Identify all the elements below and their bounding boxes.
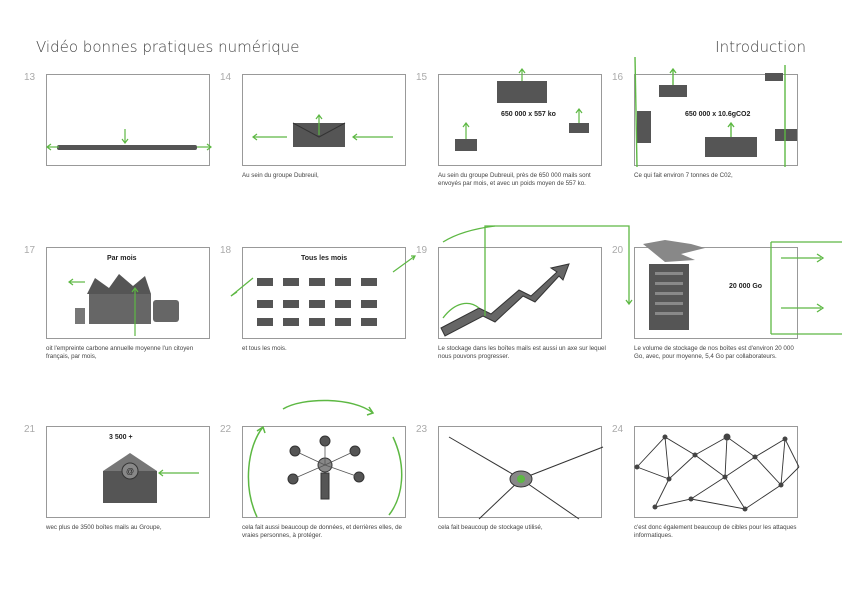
svg-text:@: @	[126, 467, 134, 476]
panel-frame: 650 000 x 557 ko	[438, 68, 602, 166]
panel-sketch: 3 500 + @	[103, 434, 199, 503]
panel-number: 22	[220, 424, 232, 435]
panel-sketch: Tous les mois	[230, 255, 416, 326]
panel-caption: oit l'empreinte carbone annuelle moyenne…	[46, 345, 194, 360]
panel-number: 16	[612, 72, 624, 83]
envelope-sketch	[705, 137, 757, 157]
panel-label: 3 500 +	[109, 434, 133, 441]
people-network-sketch	[287, 435, 365, 500]
motion-arrows	[230, 255, 416, 297]
panel-frame: Tous les mois	[230, 247, 416, 339]
panel-caption: et tous les mois.	[242, 345, 287, 352]
motion-arrows	[442, 225, 633, 319]
panel-number: 21	[24, 424, 36, 435]
trash-pile-sketch	[87, 274, 151, 294]
envelope-sketch	[455, 139, 477, 151]
envelope-sketch	[637, 111, 651, 143]
panel-caption: Le volume de stockage de nos boîtes est …	[634, 345, 794, 360]
motion-arrows	[462, 68, 583, 139]
panel-sketch	[448, 436, 604, 520]
panel-caption: Ce qui fait environ 7 tonnes de C02,	[634, 172, 733, 179]
envelope-sketch	[775, 129, 797, 141]
network-mesh-sketch	[636, 436, 800, 510]
envelope-sketch	[569, 123, 589, 133]
envelope-sketch	[497, 81, 547, 103]
panel-sketch	[634, 433, 800, 512]
panel-caption: cela fait aussi beaucoup de données, et …	[242, 524, 402, 539]
panel-sketch: 650 000 x 557 ko	[455, 68, 589, 151]
network-nodes	[634, 433, 788, 512]
trash-pile-grid-sketch	[257, 278, 377, 326]
panel-frame	[46, 74, 212, 166]
panel-frame: 650 000 x 10.6gCO2	[634, 56, 798, 168]
panel-label: Tous les mois	[301, 255, 347, 262]
panel-sketch	[440, 225, 633, 337]
panel-label: Par mois	[107, 255, 137, 262]
panel-sketch: 20 000 Go	[643, 240, 842, 335]
panel-frame: 20 000 Go	[634, 240, 842, 339]
section-title: Introduction	[715, 38, 806, 56]
panel-sketch: 650 000 x 10.6gCO2	[634, 56, 797, 168]
panel-number: 13	[24, 72, 36, 83]
panel-number: 20	[612, 245, 624, 256]
panel-frame: Par mois	[46, 247, 210, 339]
panel-caption: Au sein du groupe Dubreuil,	[242, 172, 319, 179]
panel-caption: Le stockage dans les boîtes mails est au…	[438, 345, 606, 360]
motion-arrows	[252, 114, 393, 141]
panel-label: 650 000 x 10.6gCO2	[685, 111, 750, 118]
panel-number: 23	[416, 424, 428, 435]
panel-frame	[438, 426, 604, 520]
envelope-flat-sketch	[57, 145, 197, 150]
motion-arrows	[770, 241, 842, 335]
panel-sketch	[252, 114, 393, 147]
motion-arrows	[247, 399, 403, 518]
mailbox-envelope-sketch	[103, 471, 157, 503]
panel-caption: wec plus de 3500 boîtes mails au Groupe,	[46, 524, 162, 531]
envelope-sketch	[659, 85, 687, 97]
panel-frame: 3 500 + @	[46, 426, 210, 518]
motion-arrows	[68, 278, 139, 336]
motion-arrows	[634, 56, 786, 168]
panel-sketch	[247, 399, 403, 518]
panel-frame	[634, 426, 800, 518]
smoke-cloud-sketch	[643, 240, 705, 262]
motion-arrows	[46, 129, 212, 151]
panel-caption: Au sein du groupe Dubreuil, près de 650 …	[438, 172, 591, 187]
panel-number: 14	[220, 72, 232, 83]
panel-label: 650 000 x 557 ko	[501, 111, 556, 118]
panel-number: 15	[416, 72, 428, 83]
panel-frame	[438, 225, 633, 339]
panel-frame	[242, 74, 406, 166]
document-title: Vidéo bonnes pratiques numérique	[36, 38, 300, 56]
car-sketch	[153, 300, 179, 322]
panel-caption: cela fait beaucoup de stockage utilisé,	[438, 524, 543, 531]
panel-number: 18	[220, 245, 232, 256]
panel-number: 19	[416, 245, 428, 256]
panel-caption: c'est donc également beaucoup de cibles …	[634, 524, 797, 539]
panel-number: 24	[612, 424, 624, 435]
panel-sketch: Par mois	[68, 255, 179, 336]
panel-number: 17	[24, 245, 36, 256]
motion-arrows	[158, 469, 199, 477]
panel-label: 20 000 Go	[729, 283, 762, 290]
panel-frame	[242, 399, 406, 518]
panel-sketch	[46, 129, 212, 151]
growth-arrow-sketch	[440, 263, 570, 337]
envelope-sketch	[765, 73, 783, 81]
